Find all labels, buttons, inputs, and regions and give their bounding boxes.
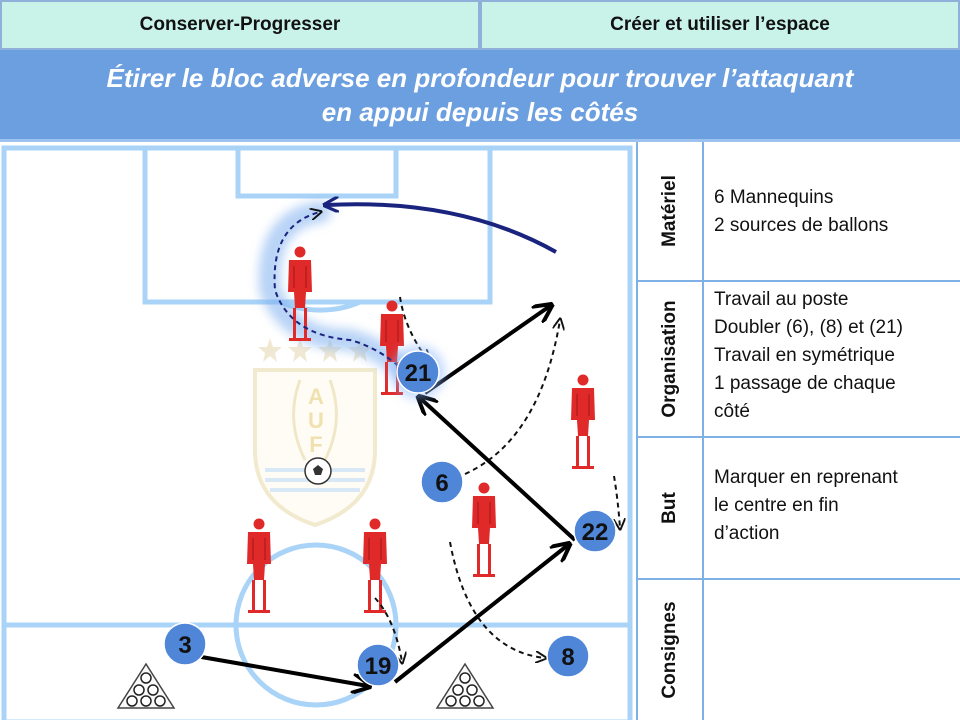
crest-letter: F (309, 432, 322, 457)
but-line: d’action (714, 523, 780, 544)
dashed-runs (374, 296, 620, 662)
cross-run-arrow (326, 204, 557, 254)
organisation-text: Travail au poste Doubler (6), (8) et (21… (704, 282, 960, 436)
tab-creer-utiliser-espace[interactable]: Créer et utiliser l’espace (480, 0, 960, 50)
ball-source-icon (436, 663, 494, 709)
crest-letter: A (308, 384, 324, 409)
auf-crest: A U F (253, 338, 377, 528)
instructions-panel: Matériel 6 Mannequins 2 sources de ballo… (636, 142, 960, 720)
soccer-ball-icon (304, 457, 332, 485)
pitch-lines (1, 145, 633, 720)
header-tabs: Conserver-Progresser Créer et utiliser l… (0, 0, 960, 50)
label-consignes: Consignes (659, 601, 680, 699)
label-materiel: Matériel (659, 175, 680, 247)
row-materiel: Matériel 6 Mannequins 2 sources de ballo… (636, 142, 960, 282)
materiel-line: 6 Mannequins (714, 187, 834, 208)
player-number: 6 (435, 470, 448, 497)
player-21[interactable]: 21 (391, 345, 445, 399)
materiel-line: 2 sources de ballons (714, 215, 889, 236)
tactical-field: A U F 21 (1, 145, 633, 720)
title-line-2: en appui depuis les côtés (321, 96, 639, 127)
organisation-line: Travail en symétrique (714, 345, 895, 366)
player-number: 19 (365, 653, 392, 680)
consignes-text (704, 580, 960, 720)
row-but: But Marquer en reprenant le centre en fi… (636, 438, 960, 580)
crest-letter: U (308, 408, 324, 433)
player-6[interactable]: 6 (420, 460, 464, 504)
but-text: Marquer en reprenant le centre en fin d’… (704, 438, 960, 578)
player-number: 8 (561, 644, 574, 671)
crest-star (288, 338, 312, 362)
player-19[interactable]: 19 (356, 643, 400, 687)
organisation-line: 1 passage de chaque (714, 373, 896, 394)
but-line: Marquer en reprenant (714, 467, 898, 488)
mannequin (570, 373, 596, 470)
player-number: 21 (405, 360, 432, 387)
exercise-title: Étirer le bloc adverse en profondeur pou… (0, 50, 960, 142)
player-3[interactable]: 3 (163, 622, 207, 666)
organisation-line: Doubler (6), (8) et (21) (714, 317, 904, 338)
ball-source-icon (117, 663, 175, 709)
player-number: 3 (178, 632, 191, 659)
mannequin (471, 481, 497, 578)
crest-star (318, 338, 342, 362)
materiel-text: 6 Mannequins 2 sources de ballons (704, 142, 960, 280)
organisation-line: Travail au poste (714, 289, 849, 310)
player-8[interactable]: 8 (546, 634, 590, 678)
player-number: 22 (582, 519, 609, 546)
row-organisation: Organisation Travail au poste Doubler (6… (636, 282, 960, 438)
label-but: But (659, 492, 680, 524)
row-consignes: Consignes (636, 580, 960, 720)
crest-star (258, 338, 282, 362)
tab-conserver-progresser[interactable]: Conserver-Progresser (0, 0, 480, 50)
mannequin (246, 517, 272, 614)
pass-arrows (189, 306, 577, 686)
title-line-1: Étirer le bloc adverse en profondeur pou… (106, 62, 854, 93)
label-organisation: Organisation (659, 300, 680, 418)
but-line: le centre en fin (714, 495, 839, 516)
organisation-line: côté (714, 401, 750, 422)
player-22[interactable]: 22 (573, 509, 617, 553)
dribble-run (273, 212, 406, 373)
